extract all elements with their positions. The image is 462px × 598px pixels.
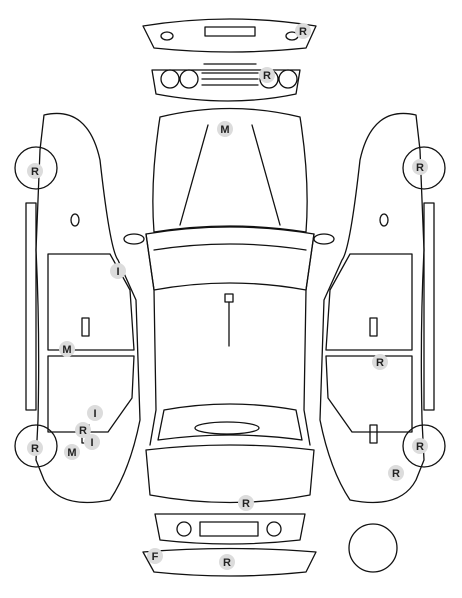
damage-mark-code: R xyxy=(416,441,424,453)
damage-mark-right-rear-wheel: R xyxy=(412,159,428,175)
damage-mark-code: R xyxy=(223,557,231,569)
damage-mark-code: R xyxy=(263,70,271,82)
damage-mark-left-sill: M xyxy=(59,341,75,357)
damage-mark-code: R xyxy=(376,357,384,369)
damage-mark-badge xyxy=(87,405,103,421)
damage-mark-badge xyxy=(388,465,404,481)
damage-mark-code: I xyxy=(93,408,96,420)
damage-mark-badge xyxy=(75,422,91,438)
damage-mark-badge xyxy=(27,440,43,456)
damage-mark-code: I xyxy=(116,266,119,278)
damage-mark-code: R xyxy=(242,498,250,510)
left-side-view xyxy=(14,112,141,504)
right-side-view xyxy=(319,112,446,504)
damage-mark-badge xyxy=(110,263,126,279)
damage-mark-left-front-fender: M xyxy=(64,444,80,460)
damage-mark-badge xyxy=(412,438,428,454)
damage-mark-hood-front: R xyxy=(238,495,254,511)
damage-mark-badge xyxy=(27,163,43,179)
damage-mark-roof: M xyxy=(217,121,233,137)
spare-wheel xyxy=(348,523,398,573)
rear-bumper xyxy=(142,18,317,53)
front-bumper xyxy=(142,513,317,577)
damage-mark-rear-panel: R xyxy=(259,67,275,83)
damage-mark-badge xyxy=(64,444,80,460)
damage-mark-right-front-wheel: R xyxy=(412,438,428,454)
damage-mark-badge xyxy=(59,341,75,357)
damage-mark-code: R xyxy=(31,443,39,455)
damage-mark-right-front-fender: R xyxy=(388,465,404,481)
damage-mark-badge xyxy=(217,121,233,137)
damage-mark-left-front-door-3: I xyxy=(84,434,100,450)
damage-mark-code: R xyxy=(79,425,87,437)
damage-mark-code: M xyxy=(62,344,71,356)
damage-mark-front-bumper-left: F xyxy=(147,548,163,564)
damage-mark-front-bumper-bottom: R xyxy=(219,554,235,570)
damage-mark-badge xyxy=(295,23,311,39)
damage-mark-code: M xyxy=(220,124,229,136)
damage-mark-badge xyxy=(372,354,388,370)
damage-mark-left-rear-wheel: R xyxy=(27,163,43,179)
damage-mark-left-front-door-2: R xyxy=(75,422,91,438)
rear-panel xyxy=(151,63,301,102)
damage-mark-code: R xyxy=(416,162,424,174)
damage-mark-badge xyxy=(147,548,163,564)
damage-mark-rear-bumper-top: R xyxy=(295,23,311,39)
damage-mark-left-front-door-1: I xyxy=(87,405,103,421)
damage-mark-badge xyxy=(412,159,428,175)
damage-mark-code: R xyxy=(392,468,400,480)
damage-mark-badge xyxy=(259,67,275,83)
damage-mark-code: R xyxy=(299,26,307,38)
damage-mark-left-rear-door: I xyxy=(110,263,126,279)
car-body-top-view xyxy=(123,107,335,504)
damage-mark-left-front-wheel: R xyxy=(27,440,43,456)
damage-mark-badge xyxy=(84,434,100,450)
damage-mark-code: I xyxy=(90,437,93,449)
damage-mark-code: F xyxy=(152,551,159,563)
damage-mark-code: R xyxy=(31,166,39,178)
damage-mark-right-door: R xyxy=(372,354,388,370)
damage-mark-code: M xyxy=(67,447,76,459)
damage-mark-badge xyxy=(238,495,254,511)
damage-mark-badge xyxy=(219,554,235,570)
